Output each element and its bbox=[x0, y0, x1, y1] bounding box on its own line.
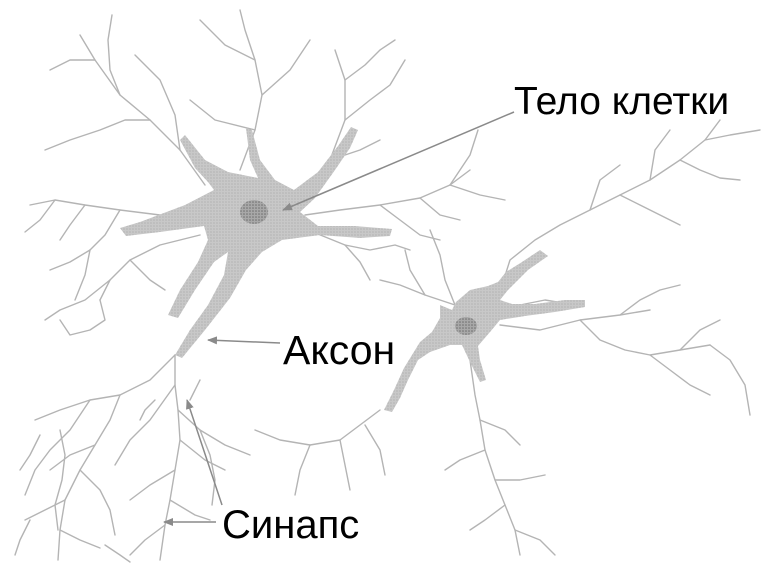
synapse-pointer-arrow-upper bbox=[187, 400, 222, 505]
cell-body-label: Тело клетки bbox=[514, 82, 729, 121]
nucleus-1 bbox=[240, 200, 268, 224]
synapse-label: Синапс bbox=[222, 505, 359, 545]
cell-body-2 bbox=[384, 250, 585, 412]
axon-label: Аксон bbox=[283, 330, 395, 371]
axon-terminals bbox=[15, 355, 250, 562]
nucleus-2 bbox=[455, 317, 477, 335]
cell-body-1 bbox=[120, 127, 392, 358]
axon-pointer-arrow bbox=[208, 340, 280, 343]
